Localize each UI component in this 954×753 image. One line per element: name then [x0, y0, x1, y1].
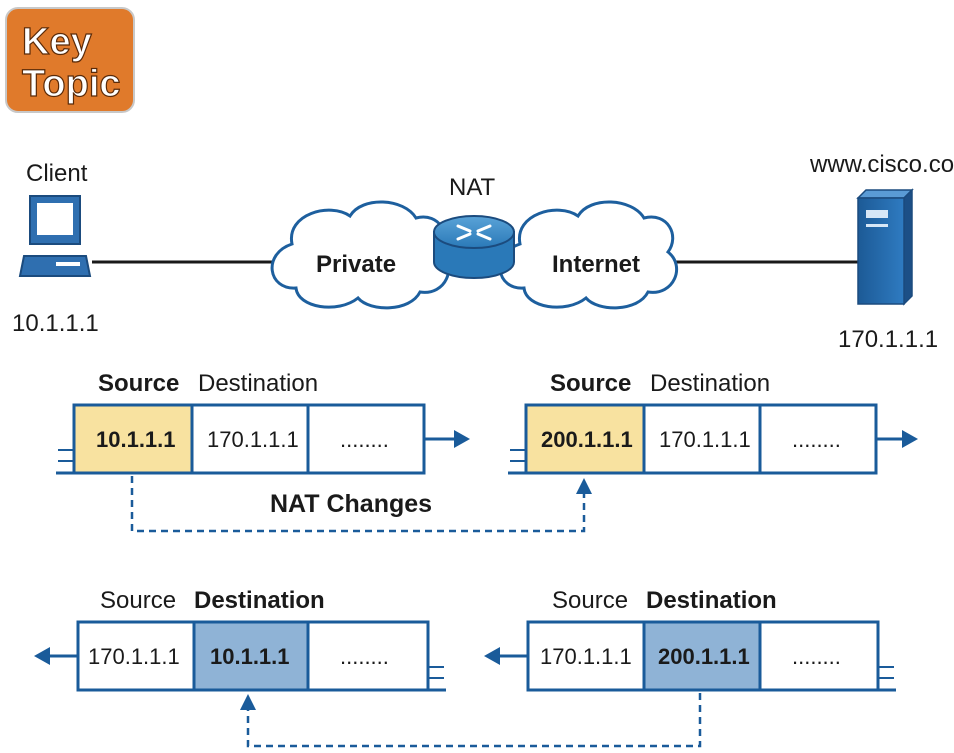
up-arrow-icon	[576, 478, 592, 494]
source-cell: 170.1.1.1	[540, 644, 632, 669]
destination-header: Destination	[646, 587, 777, 614]
private-cloud: Private	[270, 200, 451, 310]
nat-changes-connector-return	[240, 693, 702, 748]
badge-line1: Key	[22, 21, 92, 63]
nat-changes-label: NAT Changes	[270, 490, 432, 518]
destination-cell: 170.1.1.1	[659, 427, 751, 452]
destination-header: Destination	[194, 587, 325, 614]
packet-outbound-after: Source Destination 200.1.1.1 170.1.1.1 .…	[508, 370, 918, 475]
server-ip: 170.1.1.1	[838, 326, 938, 353]
internet-cloud-label: Internet	[552, 251, 640, 278]
destination-header: Destination	[650, 370, 770, 397]
data-cell: ........	[340, 644, 389, 669]
source-cell: 170.1.1.1	[88, 644, 180, 669]
internet-cloud: Internet	[498, 200, 679, 310]
right-arrow-icon	[454, 430, 470, 448]
data-cell: ........	[340, 427, 389, 452]
left-arrow-icon	[34, 647, 50, 665]
packet-return-translated: Source Destination 170.1.1.1 10.1.1.1 ..…	[34, 587, 446, 692]
right-arrow-icon	[902, 430, 918, 448]
destination-cell: 170.1.1.1	[207, 427, 299, 452]
server-label: www.cisco.com	[809, 151, 954, 178]
destination-cell: 10.1.1.1	[210, 644, 290, 669]
packet-outbound-before: Source Destination 10.1.1.1 170.1.1.1 ..…	[56, 370, 470, 475]
packet-return-original: Source Destination 170.1.1.1 200.1.1.1 .…	[484, 587, 896, 692]
private-cloud-label: Private	[316, 251, 396, 278]
destination-header: Destination	[198, 370, 318, 397]
key-topic-badge: Key Topic	[5, 7, 135, 113]
client-ip: 10.1.1.1	[12, 310, 99, 337]
server-icon	[856, 188, 914, 306]
badge-line2: Topic	[22, 63, 121, 105]
client-computer-icon	[18, 195, 92, 277]
source-header: Source	[100, 587, 176, 614]
data-cell: ........	[792, 644, 841, 669]
source-cell: 200.1.1.1	[541, 427, 633, 452]
destination-cell: 200.1.1.1	[658, 644, 750, 669]
up-arrow-icon	[240, 694, 256, 710]
source-header: Source	[98, 370, 179, 397]
nat-changes-connector-outbound	[130, 476, 592, 533]
nat-router-icon	[433, 215, 515, 279]
data-cell: ........	[792, 427, 841, 452]
nat-label: NAT	[449, 174, 496, 201]
left-arrow-icon	[484, 647, 500, 665]
client-label: Client	[26, 160, 88, 187]
source-cell: 10.1.1.1	[96, 427, 176, 452]
source-header: Source	[550, 370, 631, 397]
source-header: Source	[552, 587, 628, 614]
